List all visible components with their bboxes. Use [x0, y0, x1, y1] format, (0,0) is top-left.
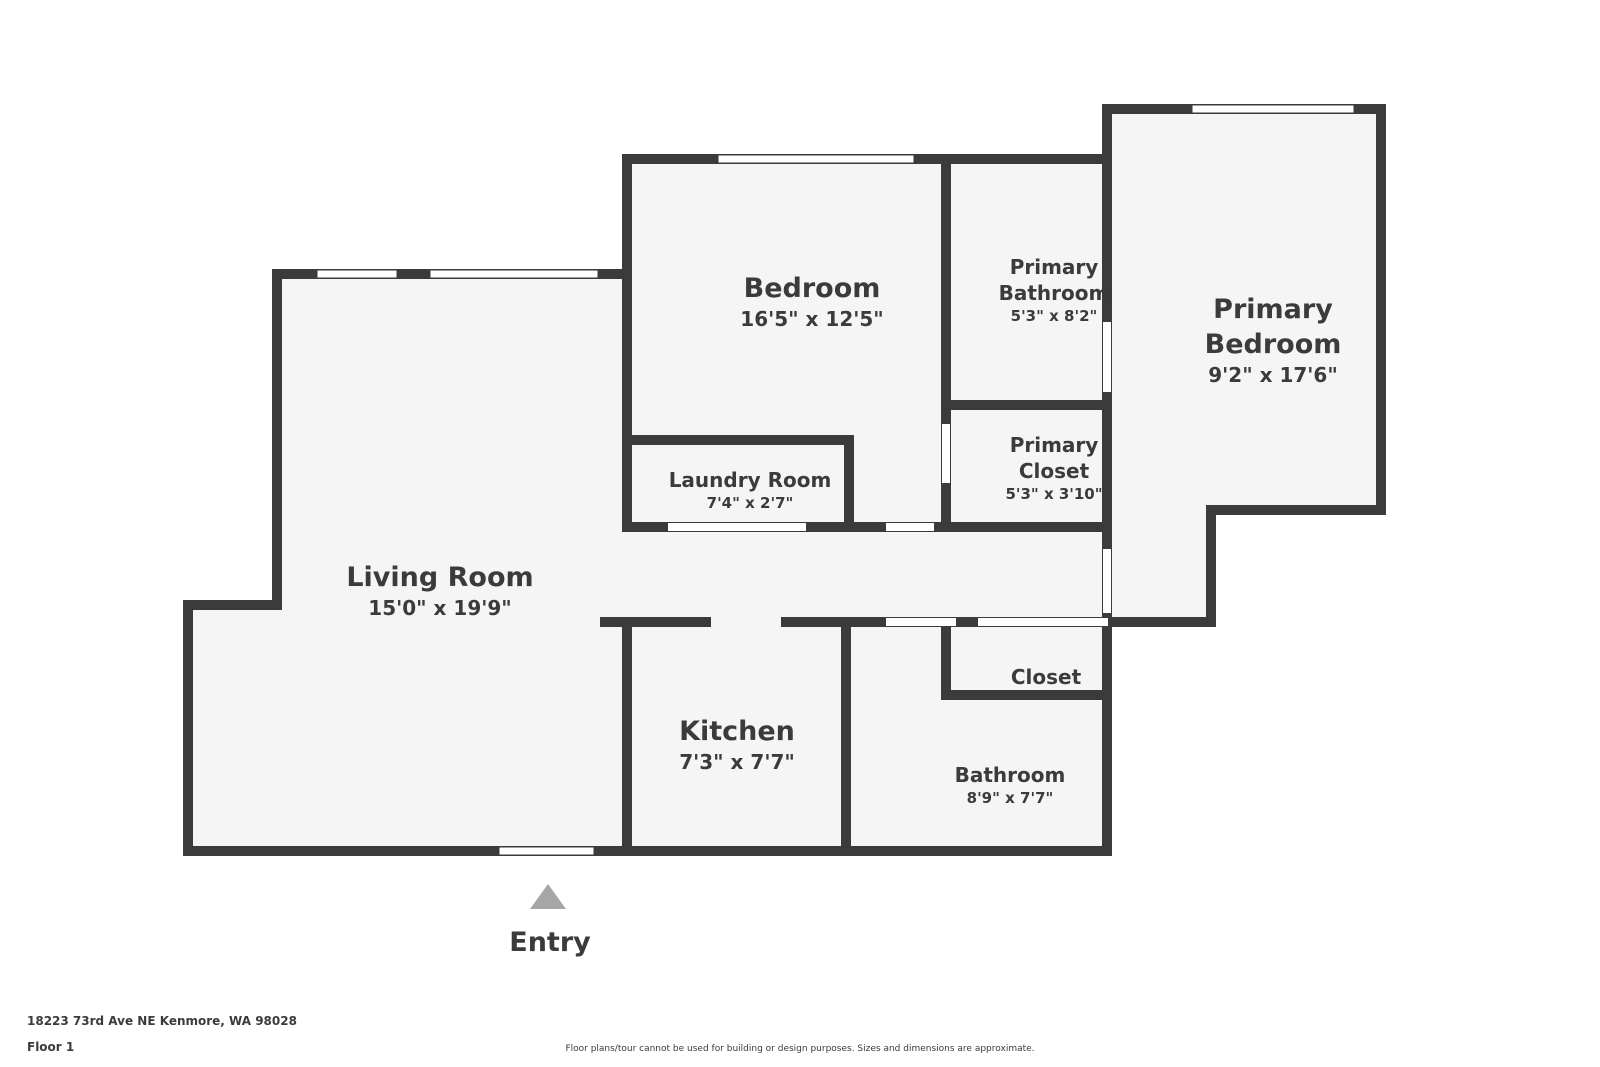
exterior-wall [183, 104, 1386, 856]
room-dimensions: 7'4" x 2'7" [706, 494, 794, 512]
bathroom-label: Bathroom 8'9" x 7'7" [925, 762, 1095, 808]
primary-closet-label: Primary Closet 5'3" x 3'10" [976, 432, 1132, 504]
door-opening [978, 618, 1108, 626]
door-opening [668, 523, 806, 531]
floor-area [188, 109, 1381, 851]
door-opening [886, 618, 956, 626]
room-name: Bathroom [954, 763, 1066, 787]
windows [316, 104, 1355, 856]
room-dimensions: 5'3" x 8'2" [1010, 307, 1098, 325]
room-dimensions: 8'9" x 7'7" [966, 789, 1054, 807]
door-openings [668, 322, 1111, 626]
room-name-line1: Primary [1213, 294, 1333, 325]
kitchen-label: Kitchen 7'3" x 7'7" [652, 714, 822, 775]
disclaimer-text: Floor plans/tour cannot be used for buil… [565, 1044, 1035, 1054]
closet-label: Closet [976, 664, 1116, 690]
entry-marker [530, 884, 566, 909]
door-opening [886, 523, 934, 531]
room-dimensions: 7'3" x 7'7" [679, 750, 795, 774]
room-name-line2: Bedroom [1204, 329, 1342, 360]
room-name: Living Room [346, 562, 534, 593]
room-dimensions: 15'0" x 19'9" [368, 596, 512, 620]
door-opening [1103, 322, 1111, 392]
room-name-line2: Closet [1018, 459, 1090, 483]
room-name: Kitchen [679, 716, 795, 747]
wall-closet [941, 617, 1112, 700]
entry-label: Entry [509, 927, 591, 958]
window [316, 269, 398, 279]
room-name-line1: Primary [1009, 255, 1099, 279]
window [429, 269, 599, 279]
door-opening [1103, 549, 1111, 613]
door-opening [942, 424, 950, 483]
laundry-room-label: Laundry Room 7'4" x 2'7" [650, 467, 850, 513]
floor-text: Floor 1 [27, 1040, 75, 1054]
room-name: Bedroom [743, 273, 881, 304]
window [1191, 104, 1355, 114]
room-name-line1: Primary [1009, 433, 1099, 457]
room-dimensions: 16'5" x 12'5" [740, 307, 884, 331]
bedroom-label: Bedroom 16'5" x 12'5" [707, 271, 917, 332]
primary-bedroom-label: Primary Bedroom 9'2" x 17'6" [1168, 292, 1378, 388]
wall-laundry [622, 435, 854, 532]
room-name-line2: Bathroom [998, 281, 1110, 305]
living-room-label: Living Room 15'0" x 19'9" [335, 560, 545, 621]
room-dimensions: 9'2" x 17'6" [1208, 363, 1338, 387]
address-text: 18223 73rd Ave NE Kenmore, WA 98028 [27, 1014, 297, 1028]
room-name: Laundry Room [668, 468, 832, 492]
room-dimensions: 5'3" x 3'10" [1005, 485, 1103, 503]
window [498, 846, 595, 856]
window [717, 154, 915, 164]
room-name: Closet [1010, 665, 1082, 689]
primary-bathroom-label: Primary Bathroom 5'3" x 8'2" [976, 254, 1132, 326]
